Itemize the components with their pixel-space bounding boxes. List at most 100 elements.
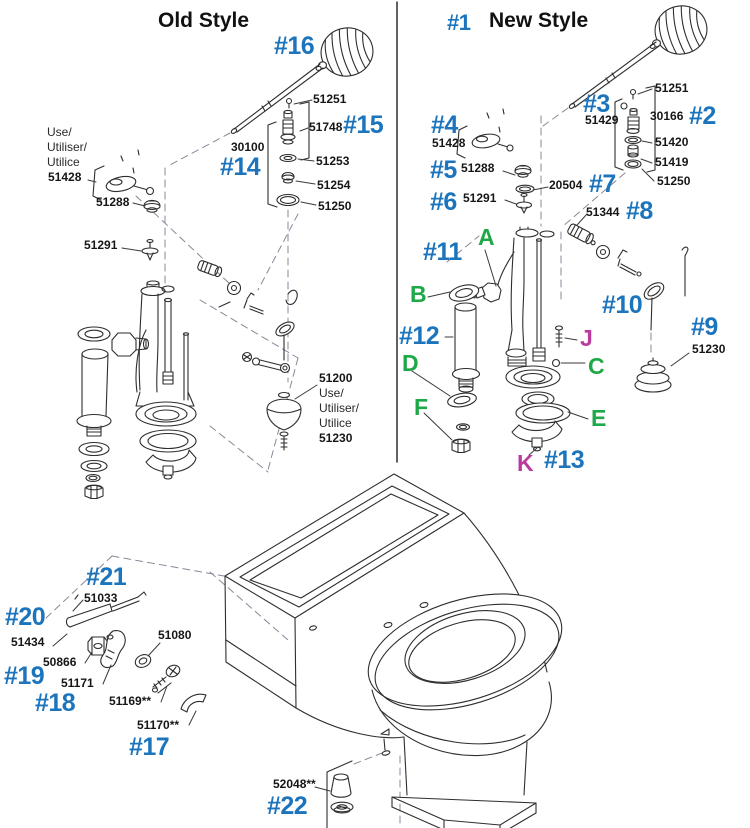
- new-screw-51291: [515, 192, 533, 214]
- label-use-note-old-line3: Utilice: [47, 155, 80, 169]
- new-washer-20504: [515, 184, 535, 194]
- label-ref-9: #9: [691, 313, 718, 341]
- new-lift-wire-10: [643, 246, 689, 331]
- label-part-51170: 51170**: [137, 718, 180, 732]
- label-ref-6: #6: [430, 188, 457, 216]
- label-part-51080: 51080: [158, 628, 192, 642]
- label-part-51420: 51420: [655, 135, 689, 149]
- label-part-51033: 51033: [84, 591, 118, 605]
- label-use-note-old-line1: Use/: [47, 125, 72, 139]
- label-part-51428-old: 51428: [48, 170, 82, 184]
- trip-lever-arm-51033: [65, 591, 147, 628]
- leader-lines: [52, 88, 690, 792]
- label-old-style-title: Old Style: [158, 9, 250, 32]
- label-letter-d: D: [402, 350, 419, 376]
- label-part-20504: 20504: [549, 178, 583, 192]
- label-use-note-mid-line1: Use/: [319, 386, 344, 400]
- new-riser-tube-12: [451, 302, 481, 393]
- label-ref-4: #4: [431, 111, 458, 139]
- label-part-51429: 51429: [585, 113, 619, 127]
- label-part-51230-old: 51230: [319, 431, 353, 445]
- label-ref-16: #16: [274, 32, 315, 60]
- label-letter-b: B: [410, 281, 427, 307]
- old-trip-lever-assembly: [92, 149, 155, 201]
- old-ballcock-linkage: [197, 260, 298, 374]
- new-shank-washers-d-f: [447, 392, 477, 454]
- new-gasket-e-and-clamp-k: [511, 402, 571, 452]
- label-part-51250-new: 51250: [657, 174, 691, 188]
- label-letter-e: E: [591, 405, 607, 431]
- label-ref-17: #17: [129, 733, 170, 761]
- label-part-51200: 51200: [319, 371, 353, 385]
- label-ref-20: #20: [5, 603, 46, 631]
- label-ref-22: #22: [267, 792, 308, 820]
- label-part-52048: 52048**: [273, 777, 316, 791]
- old-parts-panel-30100: [267, 97, 310, 208]
- old-tank-ball-51200: [266, 391, 302, 451]
- toilet-bowl: [295, 512, 563, 757]
- label-letter-c: C: [588, 353, 605, 379]
- lever-yoke-51171: [100, 629, 126, 669]
- label-ref-11: #11: [423, 238, 462, 266]
- label-part-51291-new: 51291: [463, 191, 497, 205]
- label-part-51250-old: 51250: [318, 199, 352, 213]
- label-letter-k: K: [517, 450, 534, 476]
- new-refill-linkage-51344: [567, 223, 642, 277]
- label-new-style-title: New Style: [489, 9, 589, 32]
- label-ref-8: #8: [626, 197, 653, 225]
- label-part-51254: 51254: [317, 178, 351, 192]
- label-ref-18: #18: [35, 689, 76, 717]
- label-part-30166: 30166: [650, 109, 684, 123]
- label-ref-1: #1: [447, 10, 471, 35]
- washer-51080: [134, 654, 152, 668]
- label-ref-15: #15: [343, 111, 384, 139]
- label-ref-21: #21: [86, 563, 127, 591]
- label-ref-5: #5: [430, 156, 457, 184]
- new-trip-lever-assembly: [456, 108, 514, 159]
- label-part-51428-new: 51428: [432, 136, 466, 150]
- label-ref-2: #2: [689, 102, 716, 130]
- label-part-51344: 51344: [586, 205, 620, 219]
- label-ref-10: #10: [602, 291, 643, 319]
- new-parts-panel-30166: [614, 85, 656, 173]
- new-coupling-nut-b: [448, 284, 480, 302]
- label-part-51171: 51171: [61, 676, 94, 690]
- old-screw-51291: [141, 238, 159, 261]
- label-part-51251-new: 51251: [655, 81, 689, 95]
- label-part-51169: 51169**: [109, 694, 152, 708]
- label-letter-f: F: [414, 394, 429, 420]
- label-ref-14: #14: [220, 153, 261, 181]
- toilet-tank: [224, 473, 465, 709]
- label-use-note-old-line2: Utiliser/: [47, 140, 88, 154]
- label-ref-12: #12: [399, 322, 440, 350]
- clip-51170: [180, 693, 207, 713]
- label-use-note-mid-line2: Utiliser/: [319, 401, 360, 415]
- trip-lever-parts-art: [65, 591, 207, 713]
- label-part-51748: 51748: [309, 120, 343, 134]
- new-screw-j-and-ball-c: [551, 325, 564, 368]
- old-style-art: [76, 21, 379, 500]
- new-float-rod: [568, 41, 660, 109]
- label-part-51419: 51419: [655, 155, 689, 169]
- label-ref-3: #3: [583, 90, 610, 118]
- bolt-cap-art-52048: [326, 760, 354, 828]
- screw-51169: [151, 664, 181, 694]
- label-letter-j: J: [580, 325, 593, 351]
- label-letter-a: A: [478, 224, 495, 250]
- label-part-51288-old: 51288: [96, 195, 130, 209]
- label-ref-7: #7: [589, 170, 616, 198]
- label-part-51253: 51253: [316, 154, 350, 168]
- new-style-art: [447, 0, 713, 454]
- label-part-51288-new: 51288: [461, 161, 495, 175]
- label-part-51230-new: 51230: [692, 342, 726, 356]
- label-part-30100: 30100: [231, 140, 265, 154]
- old-float-rod: [230, 63, 324, 134]
- label-part-50866: 50866: [43, 655, 77, 669]
- new-flush-ball-9: [634, 357, 672, 393]
- toilet-pedestal: [391, 736, 537, 828]
- label-part-51291-old: 51291: [84, 238, 118, 252]
- old-flush-valve-assembly: [76, 280, 197, 500]
